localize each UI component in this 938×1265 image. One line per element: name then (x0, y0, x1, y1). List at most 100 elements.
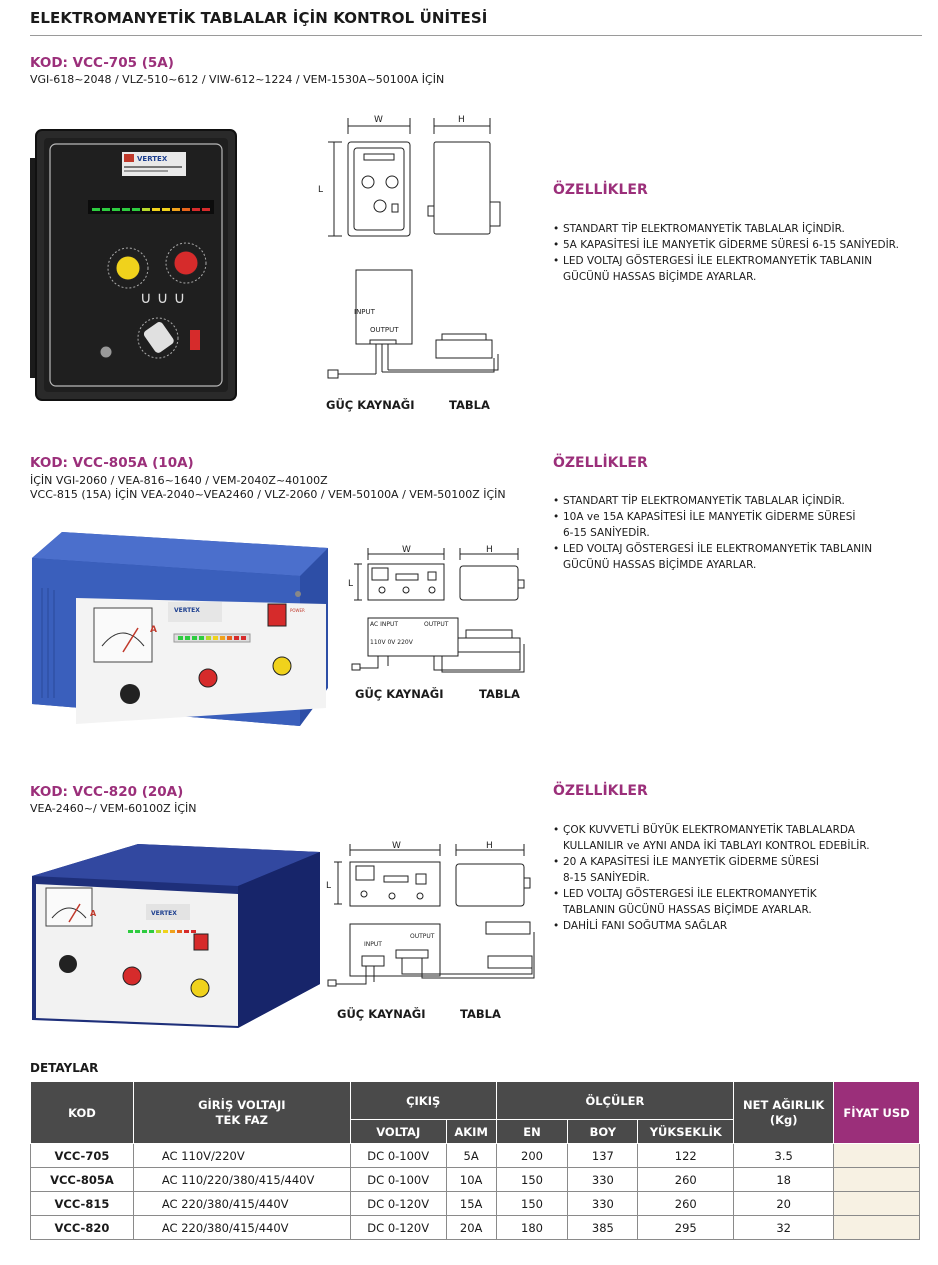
vcc-805a-photo: A VERTEX POWER (32, 532, 328, 726)
cell-input-voltage: AC 220/380/415/440V (132, 1215, 351, 1240)
led-segment (128, 930, 133, 933)
output-label-2: OUTPUT (424, 621, 449, 628)
feature-item: STANDART TİP ELEKTROMANYETİK TABLALAR İÇ… (553, 493, 872, 509)
output-label-3: OUTPUT (410, 933, 435, 940)
cell-current: 10A (445, 1167, 497, 1192)
cell-price (833, 1143, 920, 1168)
feature-item: LED VOLTAJ GÖSTERGESİ İLE ELEKTROMANYETİ… (553, 886, 870, 918)
led-segment (206, 636, 211, 640)
cell-height: 260 (637, 1167, 735, 1192)
dim-h-2: H (486, 545, 493, 555)
dim-w-2: W (402, 545, 411, 555)
led-segment (172, 208, 180, 211)
brand-label-2: VERTEX (174, 607, 200, 614)
cell-width: 150 (495, 1167, 569, 1192)
led-segment (241, 636, 246, 640)
led-segment (132, 208, 140, 211)
title-divider (30, 35, 922, 36)
product-compat-vcc-705: VGI-618~2048 / VLZ-510~612 / VIW-612~122… (30, 73, 444, 87)
vcc-820-photo: A VERTEX (32, 844, 320, 1028)
led-segment (184, 930, 189, 933)
header-voltage: VOLTAJ (349, 1119, 447, 1144)
led-segment (202, 208, 210, 211)
vcc-820-drawing: W H L INPUT OUTPUT (326, 841, 535, 987)
header-height: YÜKSEKLİK (637, 1119, 735, 1144)
dim-l: L (318, 185, 323, 195)
feature-item: 10A ve 15A KAPASİTESİ İLE MANYETİK GİDER… (553, 509, 872, 541)
led-segment (185, 636, 190, 640)
led-segment (178, 636, 183, 640)
table-caption-3: TABLA (460, 1007, 501, 1021)
header-output: ÇIKIŞ (349, 1081, 497, 1120)
power-supply-caption-3: GÜÇ KAYNAĞI (337, 1007, 426, 1021)
cell-width: 200 (495, 1143, 569, 1168)
led-segment (199, 636, 204, 640)
led-segment (122, 208, 130, 211)
led-segment (227, 636, 232, 640)
feature-item: 20 A KAPASİTESİ İLE MANYETİK GİDERME SÜR… (553, 854, 870, 886)
dim-h-3: H (486, 841, 493, 851)
feature-item: DAHİLİ FANI SOĞUTMA SAĞLAR (553, 918, 870, 934)
cell-kod: VCC-705 (30, 1143, 134, 1168)
compat-line: İÇİN VGI-2060 / VEA-816~1640 / VEM-2040Z… (30, 474, 328, 487)
header-kod: KOD (30, 1081, 134, 1144)
features-list: STANDART TİP ELEKTROMANYETİK TABLALAR İÇ… (553, 221, 899, 285)
header-input-voltage-text: GİRİŞ VOLTAJI TEK FAZ (198, 1097, 286, 1127)
header-dimensions: ÖLÇÜLER (495, 1081, 735, 1120)
cell-weight: 20 (733, 1191, 835, 1216)
led-segment (170, 930, 175, 933)
led-segment (182, 208, 190, 211)
vcc-705-drawing: W H L INPUT OUTPUT (318, 115, 501, 379)
cell-input-voltage: AC 110V/220V (132, 1143, 351, 1168)
brand-label-3: VERTEX (151, 910, 177, 917)
cell-height: 260 (637, 1191, 735, 1216)
header-width: EN (495, 1119, 569, 1144)
input-label-3: INPUT (364, 941, 382, 948)
specs-table: KOD GİRİŞ VOLTAJI TEK FAZ ÇIKIŞ ÖLÇÜLER … (30, 1081, 920, 1240)
cell-current: 5A (445, 1143, 497, 1168)
power-supply-caption: GÜÇ KAYNAĞI (326, 398, 415, 412)
led-segment (142, 208, 150, 211)
product-code-vcc-805a: KOD: VCC-805A (10A) (30, 455, 194, 471)
cell-input-voltage: AC 110/220/380/415/440V (132, 1167, 351, 1192)
header-input-voltage: GİRİŞ VOLTAJI TEK FAZ (132, 1081, 351, 1144)
cell-current: 15A (445, 1191, 497, 1216)
table-caption: TABLA (449, 398, 490, 412)
header-length: BOY (567, 1119, 639, 1144)
cell-voltage: DC 0-100V (349, 1143, 447, 1168)
dim-h: H (458, 115, 465, 125)
cell-input-voltage: AC 220/380/415/440V (132, 1191, 351, 1216)
details-title: DETAYLAR (30, 1061, 99, 1075)
cell-price (833, 1191, 920, 1216)
power-label: POWER (290, 608, 305, 613)
cell-weight: 32 (733, 1215, 835, 1240)
input-label: INPUT (354, 308, 376, 316)
table-caption-2: TABLA (479, 687, 520, 701)
product-compat-vcc-820: VEA-2460~/ VEM-60100Z İÇİN (30, 802, 197, 816)
led-segment (142, 930, 147, 933)
header-weight-text: NET AĞIRLIK (Kg) (742, 1097, 825, 1127)
page-title: ELEKTROMANYETİK TABLALAR İÇİN KONTROL ÜN… (30, 9, 488, 27)
cell-kod: VCC-820 (30, 1215, 134, 1240)
dim-l-2: L (348, 579, 353, 589)
features-list-3: ÇOK KUVVETLİ BÜYÜK ELEKTROMANYETİK TABLA… (553, 822, 870, 934)
compat-line: VGI-618~2048 / VLZ-510~612 / VIW-612~122… (30, 73, 445, 86)
led-segment (234, 636, 239, 640)
cell-current: 20A (445, 1215, 497, 1240)
ac-input-label: AC INPUT (370, 621, 398, 628)
cell-length: 385 (567, 1215, 639, 1240)
feature-item: 5A KAPASİTESİ İLE MANYETİK GİDERME SÜRES… (553, 237, 899, 253)
led-segment (213, 636, 218, 640)
cell-price (833, 1167, 920, 1192)
output-label: OUTPUT (370, 326, 399, 334)
led-segment (192, 208, 200, 211)
cell-length: 137 (567, 1143, 639, 1168)
vcc-705-photo: VERTEX ∪ ∪ ∪ (30, 129, 237, 401)
dim-w-3: W (392, 841, 401, 851)
product-code-vcc-820: KOD: VCC-820 (20A) (30, 784, 184, 800)
vcc-805a-drawing: W H L AC INPUT OUTPUT 110V 0V 220V (348, 545, 525, 673)
feature-item: STANDART TİP ELEKTROMANYETİK TABLALAR İÇ… (553, 221, 899, 237)
voltage-taps-label: 110V 0V 220V (370, 639, 414, 646)
cell-weight: 3.5 (733, 1143, 835, 1168)
